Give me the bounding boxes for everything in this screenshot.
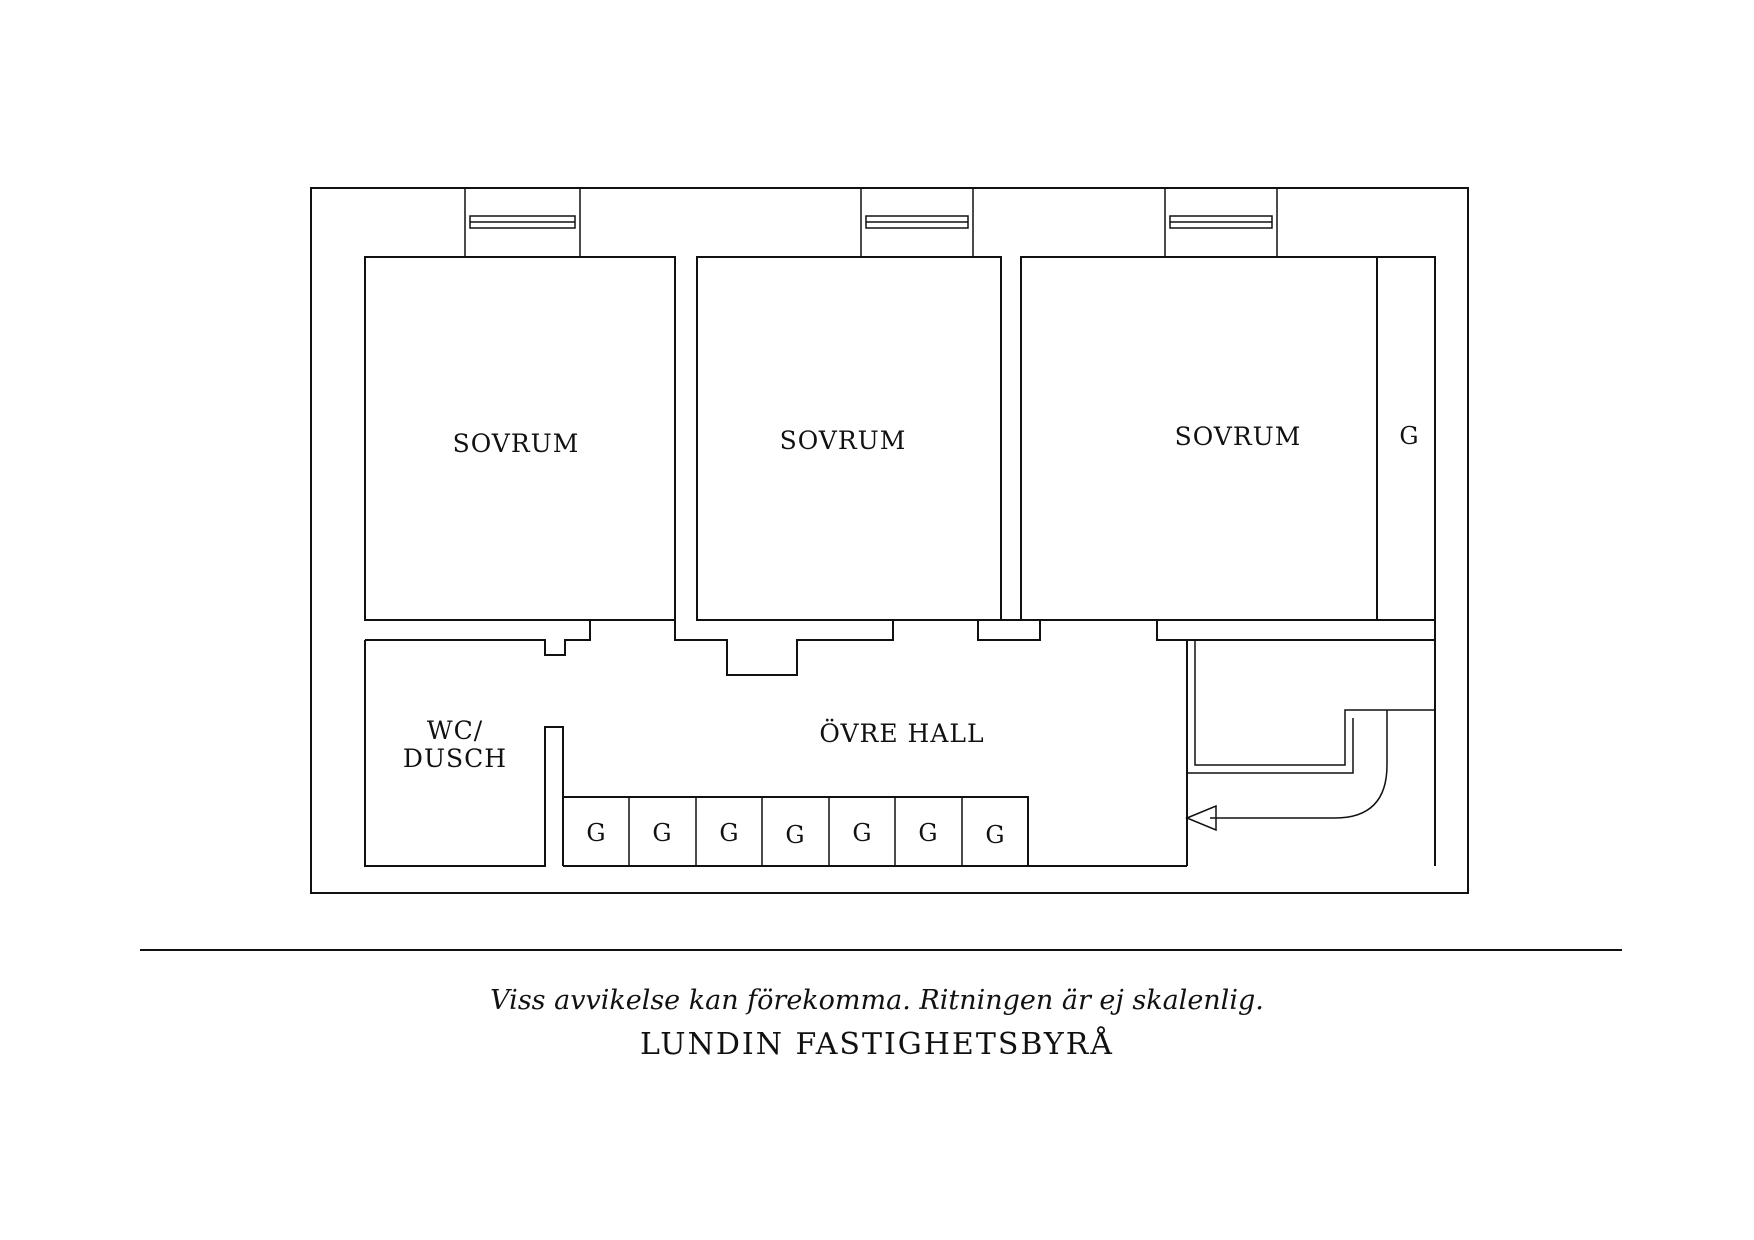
closet-label: G [785, 821, 804, 849]
hall-label: ÖVRE HALL [819, 719, 984, 748]
bedroom-1-label: SOVRUM [453, 429, 580, 458]
closet-label: G [719, 819, 738, 847]
bedroom-2-label: SOVRUM [780, 426, 907, 455]
window-left [464, 188, 581, 258]
closet-label: G [918, 819, 937, 847]
hall-wall-stub-4 [1156, 619, 1436, 641]
disclaimer-text: Viss avvikelse kan förekomma. Ritningen … [490, 985, 1264, 1016]
hall-wall-stub-3 [977, 619, 1041, 641]
closet-label: G [852, 819, 871, 847]
company-name: LUNDIN FASTIGHETSBYRÅ [640, 1027, 1114, 1062]
hall-wall-stub-1 [365, 619, 591, 656]
closet-label: G [985, 821, 1004, 849]
stairwell [1185, 640, 1436, 866]
bedroom-3-label: SOVRUM [1175, 422, 1302, 451]
footer-divider [140, 949, 1622, 951]
side-closet-label: G [1399, 422, 1418, 450]
window-right [1164, 188, 1278, 258]
closet-row [563, 796, 1187, 867]
closet-label: G [652, 819, 671, 847]
outer-wall [310, 187, 1469, 894]
window-middle [860, 188, 974, 258]
wc-label-line2: DUSCH [403, 744, 507, 773]
closet-label: G [586, 819, 605, 847]
wc-walls [364, 640, 564, 867]
hall-wall-stub-2 [674, 619, 894, 676]
wc-label-line1: WC/ [427, 716, 483, 745]
